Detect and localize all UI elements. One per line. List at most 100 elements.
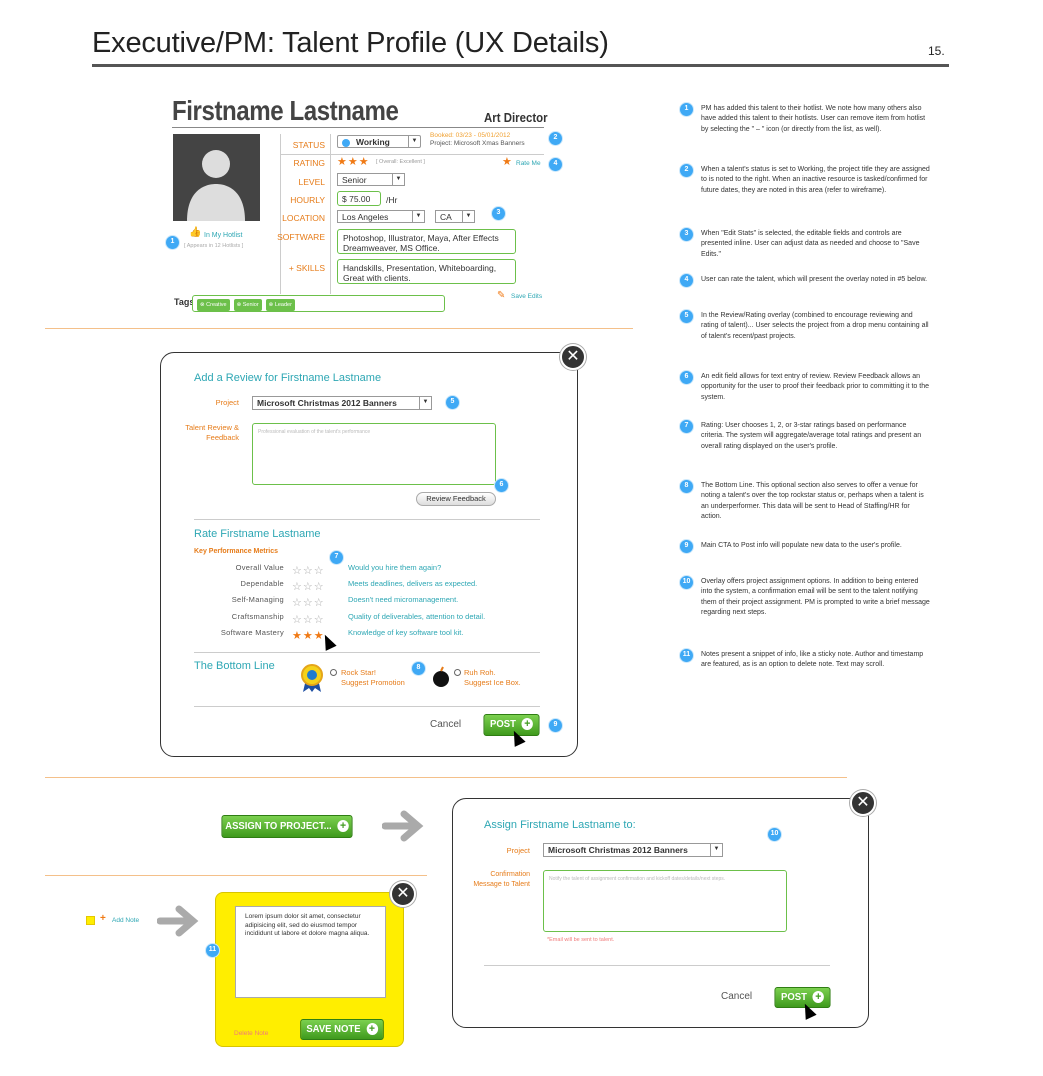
plus-icon[interactable]: + bbox=[100, 913, 106, 924]
review-overlay bbox=[160, 352, 578, 757]
level-label: LEVEL bbox=[298, 177, 325, 187]
kpi-star-rating[interactable]: ☆☆☆ bbox=[292, 577, 325, 595]
sticky-note-icon bbox=[86, 916, 95, 925]
section-divider bbox=[45, 328, 633, 329]
ice-box-option[interactable]: Ruh Roh.Suggest Ice Box. bbox=[464, 668, 521, 687]
star-icon[interactable]: ☆ bbox=[302, 581, 314, 594]
assign-title: Assign Firstname Lastname to: bbox=[484, 819, 636, 831]
rating-summary: [ Overall: Excellent ] bbox=[376, 159, 425, 165]
kpi-star-rating[interactable]: ☆☆☆ bbox=[292, 593, 325, 611]
kpi-star-rating[interactable]: ★★★ bbox=[292, 626, 325, 644]
star-icon[interactable]: ☆ bbox=[292, 565, 303, 577]
pencil-icon[interactable]: ✎ bbox=[497, 290, 506, 301]
review-post-button[interactable]: POST+ bbox=[483, 714, 540, 736]
star-icon[interactable]: ★ bbox=[302, 629, 314, 642]
feedback-textarea[interactable]: Professional evaluation of the talent's … bbox=[252, 423, 496, 485]
state-select[interactable]: CA▼ bbox=[435, 210, 475, 223]
bottom-line-title: The Bottom Line bbox=[194, 660, 275, 672]
annotation-text: Rating: User chooses 1, 2, or 3-star rat… bbox=[701, 422, 922, 450]
review-project-select[interactable]: Microsoft Christmas 2012 Banners▼ bbox=[252, 396, 432, 410]
rate-me-link[interactable]: Rate Me bbox=[516, 160, 541, 167]
star-icon[interactable]: ★ bbox=[292, 629, 303, 642]
booked-dates: Booked: 03/23 - 05/01/2012 bbox=[430, 132, 511, 139]
plus-circle-icon: + bbox=[337, 820, 349, 832]
annotation-text: PM has added this talent to their hotlis… bbox=[701, 105, 926, 133]
note-textarea[interactable]: Lorem ipsum dolor sit amet, consectetur … bbox=[235, 906, 386, 998]
message-label: Confirmation Message to Talent bbox=[473, 871, 530, 888]
skills-label: + SKILLS bbox=[288, 263, 325, 273]
chevron-down-icon: ▼ bbox=[710, 844, 722, 856]
rock-star-radio[interactable] bbox=[330, 669, 337, 676]
annotation-text: Overlay offers project assignment option… bbox=[701, 578, 930, 616]
annotation-text: An edit field allows for text entry of r… bbox=[701, 373, 930, 401]
kpi-star-rating[interactable]: ☆☆☆ bbox=[292, 610, 325, 628]
star-icon[interactable]: ★ bbox=[313, 629, 325, 642]
assign-post-button[interactable]: POST+ bbox=[774, 987, 831, 1008]
callout-badge: 7 bbox=[329, 550, 344, 565]
annotation-text: The Bottom Line. This optional section a… bbox=[701, 482, 924, 520]
kpi-label: Dependable bbox=[240, 579, 284, 589]
assign-project-select[interactable]: Microsoft Christmas 2012 Banners▼ bbox=[543, 843, 723, 857]
callout-badge: 3 bbox=[679, 227, 694, 242]
save-note-button[interactable]: SAVE NOTE+ bbox=[300, 1019, 384, 1040]
plus-circle-icon: + bbox=[366, 1023, 378, 1035]
rating-label: RATING bbox=[293, 158, 325, 168]
star-icon[interactable]: ☆ bbox=[302, 597, 314, 610]
title-divider bbox=[92, 64, 949, 67]
close-icon[interactable]: ✕ bbox=[850, 790, 876, 816]
add-note-link[interactable]: Add Note bbox=[112, 917, 140, 924]
city-select[interactable]: Los Angeles▼ bbox=[337, 210, 425, 223]
tags-input[interactable]: ⊗ Creative⊗ Senior⊗ Leader bbox=[192, 295, 445, 312]
message-textarea[interactable]: Notify the talent of assignment confirma… bbox=[543, 870, 787, 932]
callout-badge: 11 bbox=[679, 648, 694, 663]
star-icon[interactable]: ★ bbox=[502, 156, 512, 168]
skills-input[interactable]: Handskills, Presentation, Whiteboarding,… bbox=[337, 259, 516, 284]
plus-circle-icon: + bbox=[521, 718, 533, 730]
tag-chip[interactable]: ⊗ Leader bbox=[265, 299, 295, 311]
software-input[interactable]: Photoshop, Illustrator, Maya, After Effe… bbox=[337, 229, 516, 254]
delete-note-link[interactable]: Delete Note bbox=[234, 1030, 269, 1037]
star-icon[interactable]: ☆ bbox=[292, 581, 303, 594]
callout-badge: 2 bbox=[548, 131, 563, 146]
plus-circle-icon: + bbox=[812, 991, 824, 1003]
callout-badge: 1 bbox=[679, 102, 694, 117]
software-label: SOFTWARE bbox=[277, 232, 325, 242]
hotlist-label[interactable]: In My Hotlist bbox=[204, 232, 243, 239]
star-icon[interactable]: ☆ bbox=[313, 597, 325, 610]
close-icon[interactable]: ✕ bbox=[560, 344, 586, 370]
assigned-project: Project: Microsoft Xmas Banners bbox=[430, 140, 525, 147]
kpi-star-rating[interactable]: ☆☆☆ bbox=[292, 561, 325, 579]
tag-chip[interactable]: ⊗ Senior bbox=[233, 299, 262, 311]
star-icon[interactable]: ☆ bbox=[313, 565, 325, 577]
kpi-label: Craftsmanship bbox=[231, 611, 284, 621]
rock-star-option[interactable]: Rock Star!Suggest Promotion bbox=[341, 668, 405, 687]
callout-badge: 10 bbox=[679, 575, 694, 590]
talent-name: Firstname Lastname bbox=[172, 95, 399, 126]
hourly-input[interactable]: $ 75.00 bbox=[337, 191, 381, 206]
star-icon[interactable]: ☆ bbox=[302, 565, 314, 577]
assign-to-project-button[interactable]: ASSIGN TO PROJECT...+ bbox=[221, 815, 353, 838]
chevron-down-icon: ▼ bbox=[462, 211, 474, 222]
tags-label: Tags bbox=[174, 297, 195, 307]
status-select[interactable]: Working ▼ bbox=[337, 135, 421, 148]
star-icon[interactable]: ☆ bbox=[313, 581, 325, 594]
chevron-down-icon: ▼ bbox=[419, 397, 431, 409]
ice-box-radio[interactable] bbox=[454, 669, 461, 676]
assign-cancel-button[interactable]: Cancel bbox=[721, 991, 753, 1002]
review-cancel-button[interactable]: Cancel bbox=[430, 719, 462, 730]
chevron-down-icon: ▼ bbox=[392, 174, 404, 185]
close-icon[interactable]: ✕ bbox=[390, 881, 416, 907]
thumbs-up-icon[interactable]: 👍 bbox=[189, 227, 202, 238]
level-select[interactable]: Senior▼ bbox=[337, 173, 405, 186]
star-icon[interactable]: ☆ bbox=[302, 613, 314, 626]
star-icon[interactable]: ☆ bbox=[292, 597, 303, 610]
save-edits-link[interactable]: Save Edits bbox=[511, 293, 543, 300]
annotation-text: When "Edit Stats" is selected, the edita… bbox=[701, 230, 920, 258]
email-note: *Email will be sent to talent. bbox=[547, 937, 615, 943]
callout-badge: 2 bbox=[679, 163, 694, 178]
review-feedback-button[interactable]: Review Feedback bbox=[416, 492, 496, 506]
star-icon[interactable]: ☆ bbox=[292, 613, 303, 626]
tag-chip[interactable]: ⊗ Creative bbox=[197, 299, 230, 311]
star-icon[interactable]: ☆ bbox=[313, 613, 325, 626]
kpi-description: Knowledge of key software tool kit. bbox=[348, 627, 464, 637]
